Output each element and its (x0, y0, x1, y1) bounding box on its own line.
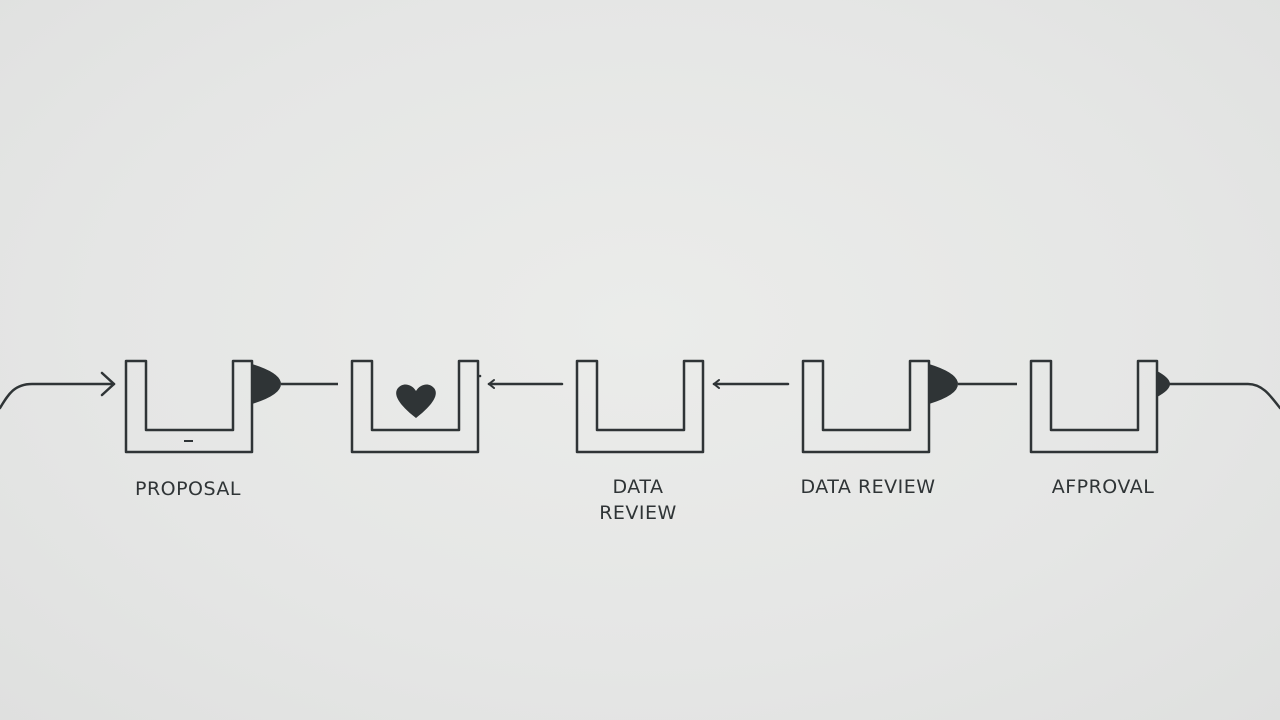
entry-arrowhead-icon (100, 371, 116, 397)
stage-2-box (350, 359, 480, 454)
stage-3-label: DATA REVIEW (599, 476, 677, 524)
entry-connector-line (0, 382, 116, 410)
stage-4-output-connector-icon (929, 364, 958, 404)
stage-1-output-connector-icon (252, 364, 281, 404)
entry-arrow (0, 371, 116, 410)
connector-3-4 (712, 379, 790, 389)
stage-5-box (1029, 359, 1159, 454)
exit-connector-line (1168, 382, 1280, 410)
stage-5-label: AFPROVAL (1051, 476, 1155, 498)
connector-3-4-arrowhead-icon (712, 379, 720, 389)
heart-icon (396, 384, 436, 418)
connector-2-3 (487, 379, 564, 389)
stage-1-box (124, 359, 254, 454)
stage-2-dot-mark (478, 374, 482, 378)
connector-2-3-arrowhead-icon (487, 379, 495, 389)
stage-4-box (801, 359, 931, 454)
stage-5-output-connector-icon (1157, 371, 1170, 397)
stage-3-box (575, 359, 705, 454)
stage-4-label: DATA REVIEW (800, 476, 936, 498)
stage-1-label: PROPOSAL (134, 478, 242, 500)
